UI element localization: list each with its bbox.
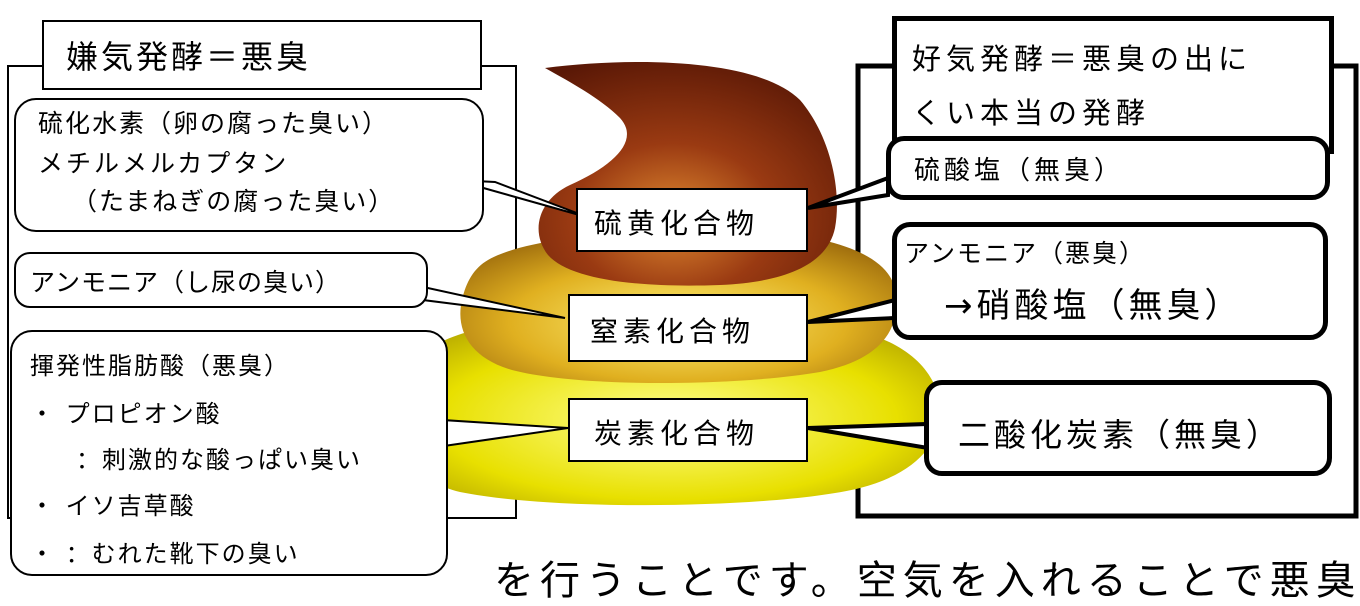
hydrogen-sulfide-text: 硫化水素（卵の腐った臭い） — [38, 109, 390, 138]
diagram: 嫌気発酵＝悪臭 好気発酵＝悪臭の出に くい本当の発酵 硫化水素（卵の腐った臭い）… — [7, 16, 1360, 604]
carbon-dioxide-callout — [924, 380, 1332, 476]
ammonia-urine-text: アンモニア（し尿の臭い） — [30, 268, 342, 297]
carbon-compound-box — [568, 398, 808, 462]
aerobic-title-line1: 好気発酵＝悪臭の出に — [912, 42, 1253, 76]
isovaleric-smell-text: ・ ：むれた靴下の臭い — [30, 540, 300, 568]
carbon-compound-label: 炭素化合物 — [594, 417, 760, 450]
sulfate-callout — [886, 136, 1330, 200]
nitrogen-left-callout — [14, 252, 428, 308]
bottom-caption: を行うことです。空気を入れることで悪臭は — [494, 558, 1360, 604]
sulfur-compound-box — [576, 188, 808, 252]
ammonia-odor-text: アンモニア（悪臭） — [904, 239, 1147, 268]
nitrate-text: →硝酸塩（無臭） — [944, 286, 1243, 326]
aerobic-title-line2: くい本当の発酵 — [912, 96, 1151, 130]
sulfur-layer — [538, 62, 837, 286]
anaerobic-title-box — [42, 20, 482, 90]
anaerobic-title: 嫌気発酵＝悪臭 — [66, 38, 312, 76]
sulfate-text: 硫酸塩（無臭） — [914, 156, 1125, 186]
methyl-mercaptan-text: メチルメルカプタン — [38, 149, 290, 178]
propionic-acid-text: ・ プロピオン酸 — [30, 400, 222, 428]
nitrogen-compound-box — [568, 294, 808, 362]
vfa-text: 揮発性脂肪酸（悪臭） — [30, 352, 290, 380]
propionic-smell-text: ：刺激的な酸っぱい臭い — [76, 446, 362, 474]
onion-smell-text: （たまねぎの腐った臭い） — [72, 187, 396, 216]
nitrogen-compound-label: 窒素化合物 — [590, 315, 756, 348]
nitrate-callout — [892, 222, 1328, 340]
carbon-left-callout — [10, 330, 448, 576]
sulfur-compound-label: 硫黄化合物 — [594, 207, 760, 240]
carbon-dioxide-text: 二酸化炭素（無臭） — [958, 416, 1283, 454]
isovaleric-acid-text: ・ イソ吉草酸 — [30, 492, 196, 520]
sulfur-left-callout — [14, 98, 484, 232]
